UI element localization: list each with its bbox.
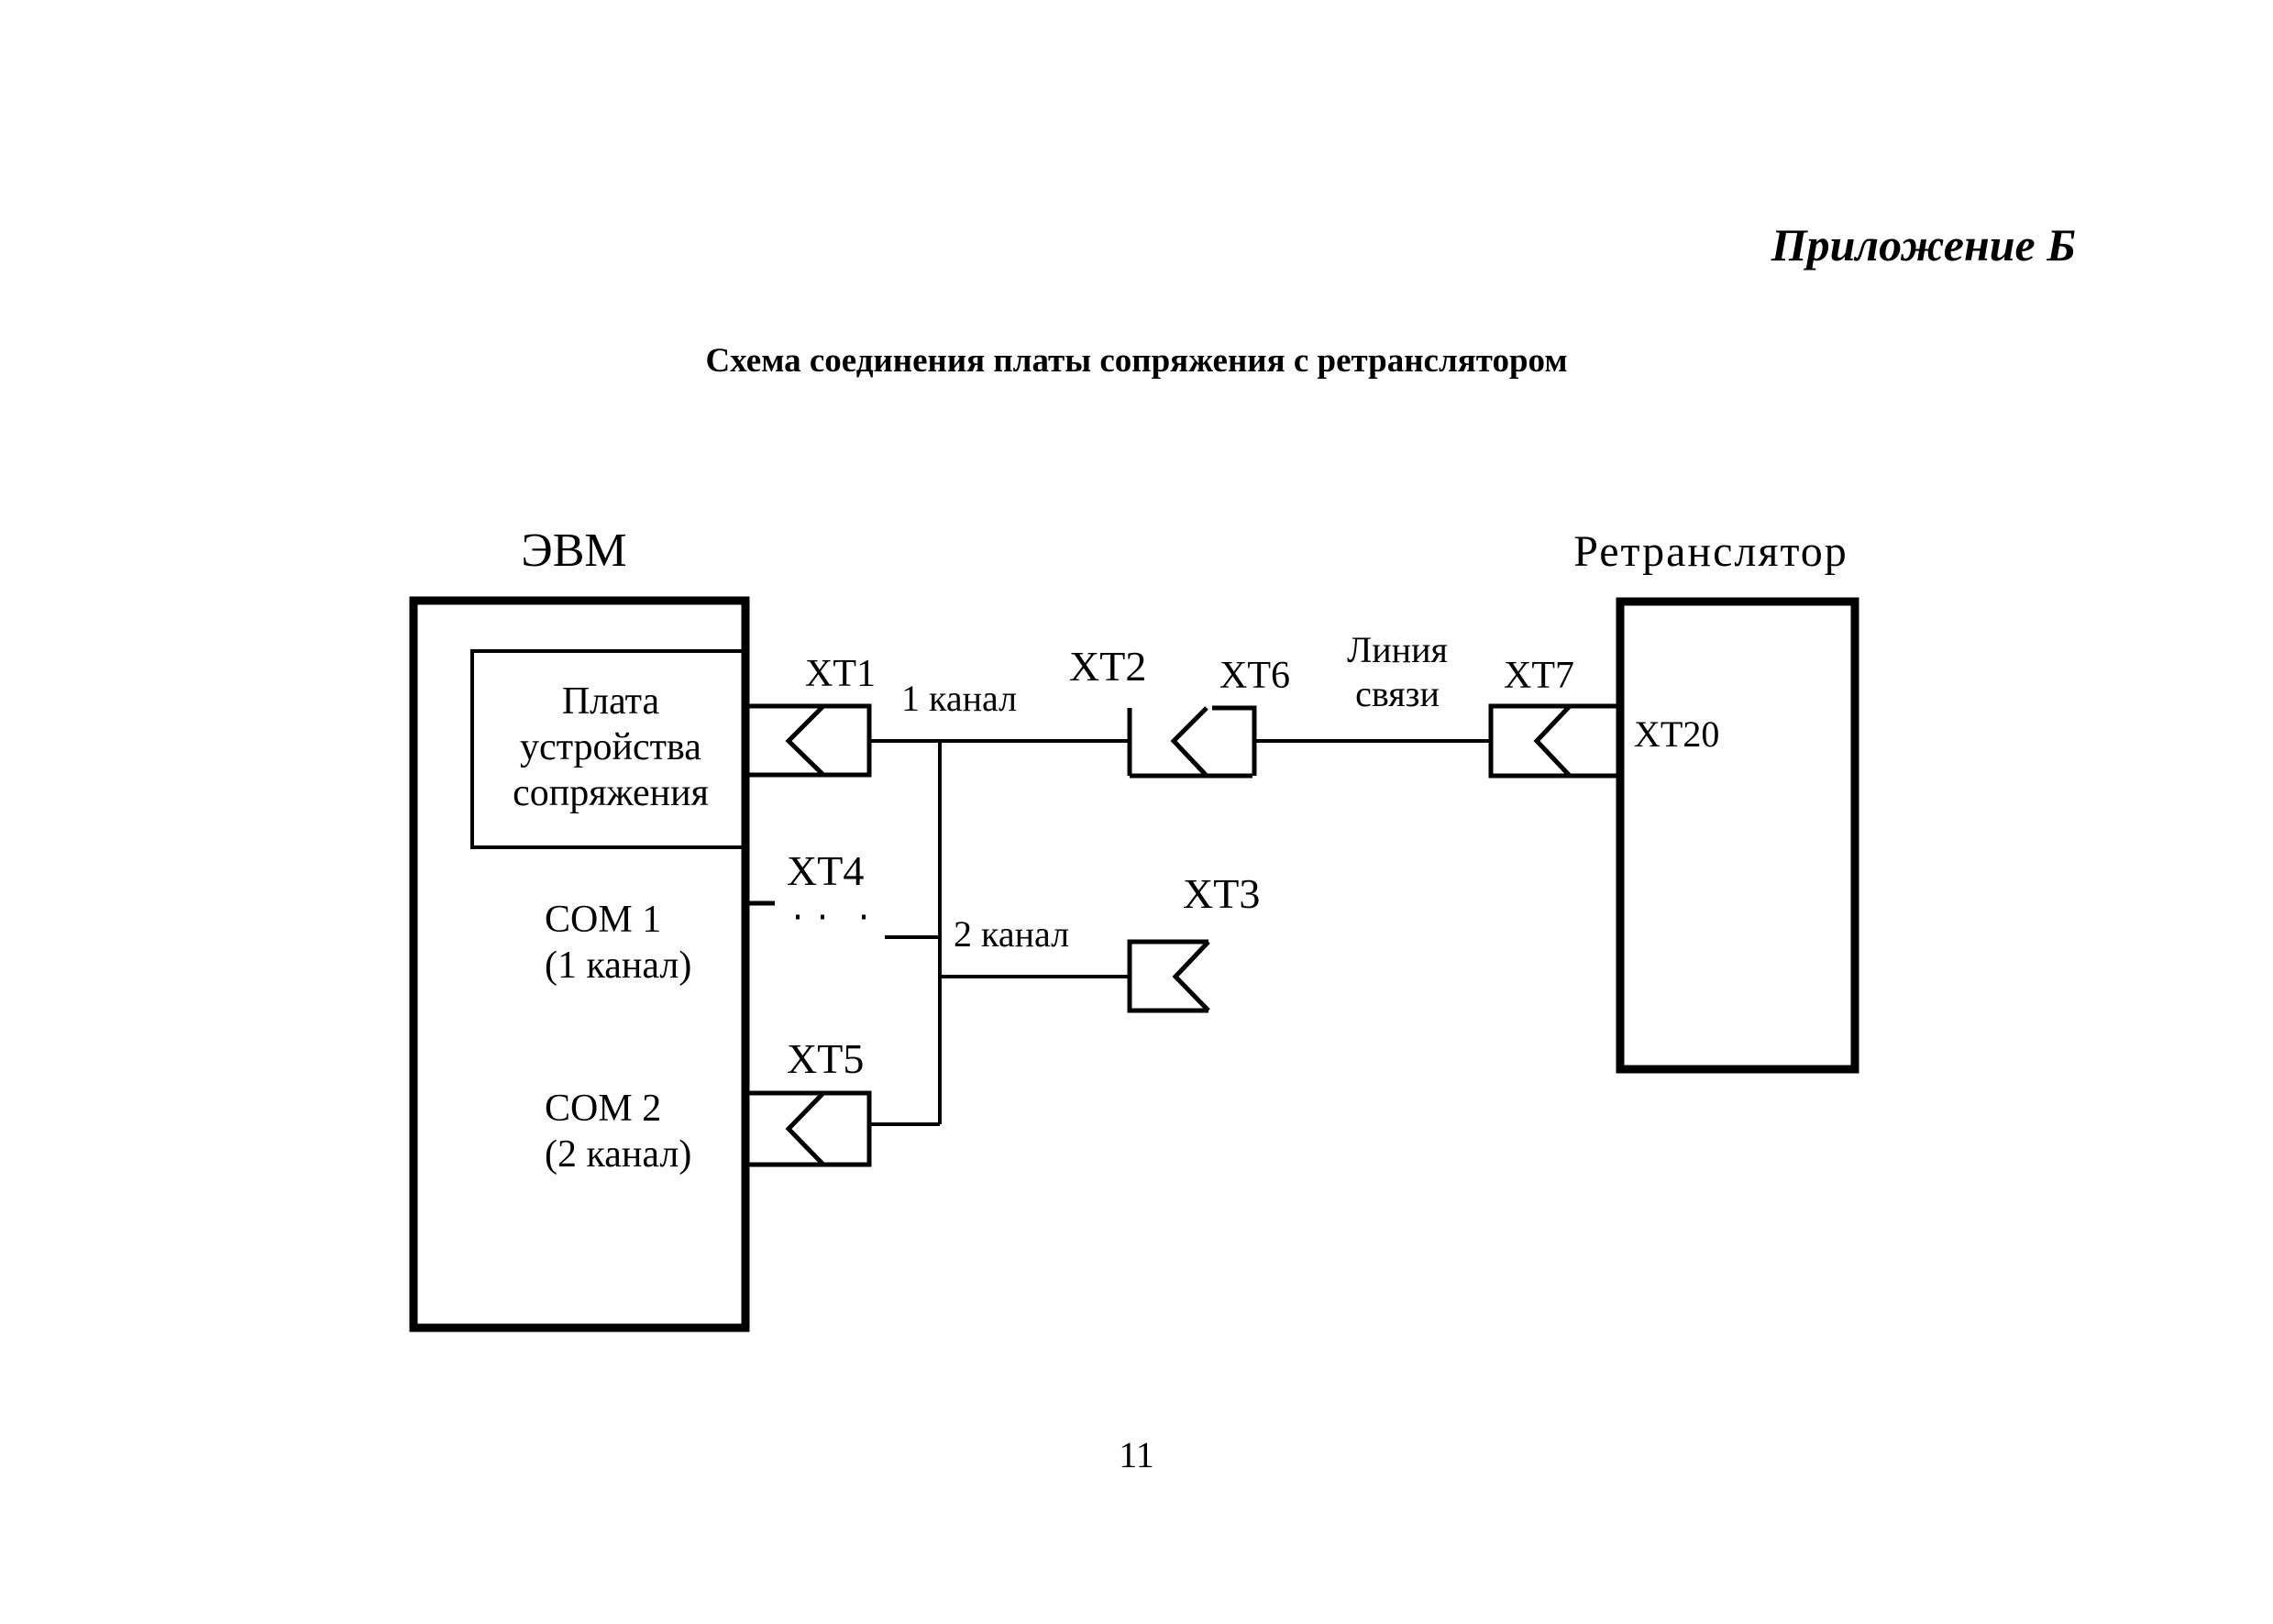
- computer-label: ЭВМ: [521, 525, 626, 577]
- board-label-line2: устройства: [520, 726, 701, 768]
- com2-label-line2: (2 канал): [545, 1133, 691, 1176]
- connector-xt7-label: XT7: [1504, 655, 1574, 697]
- appendix-label: Приложение Б: [1771, 219, 2076, 271]
- com1-label-line2: (1 канал): [545, 945, 691, 987]
- connector-xt7: [1488, 703, 1620, 779]
- page-title: Схема соединения платы сопряжения с ретр…: [705, 342, 1568, 380]
- connector-xt6-label: XT6: [1219, 655, 1290, 697]
- repeater-label: Ретранслятор: [1573, 527, 1848, 576]
- connector-xt1: [745, 703, 872, 778]
- connector-xt3: [1127, 939, 1210, 1013]
- board-label-line1: Плата: [562, 680, 660, 723]
- connector-xt1-label: XT1: [805, 653, 876, 695]
- channel2-label: 2 канал: [954, 913, 1069, 955]
- connector-xt4-label: XT4: [787, 847, 864, 894]
- channel1-label: 1 канал: [901, 678, 1017, 719]
- connector-xt20-label: XT20: [1634, 713, 1719, 755]
- connector-xt2-label: XT2: [1069, 643, 1146, 690]
- connector-xt5-label: XT5: [787, 1035, 864, 1082]
- board-label-line3: сопряжения: [513, 772, 709, 814]
- connector-xt2-xt6: [1127, 705, 1257, 779]
- page-number: 11: [1119, 1434, 1154, 1475]
- com2-label-line1: COM 2: [545, 1088, 661, 1130]
- link-label-line2: связи: [1355, 673, 1440, 714]
- com1-label-line1: COM 1: [545, 899, 661, 941]
- connector-xt4: [743, 900, 866, 1000]
- connector-xt5: [745, 1090, 872, 1167]
- connector-xt3-label: XT3: [1183, 870, 1260, 917]
- link-label-line1: Линия: [1347, 629, 1448, 670]
- interface-board-box: [470, 649, 747, 849]
- repeater-box: [1616, 597, 1859, 1074]
